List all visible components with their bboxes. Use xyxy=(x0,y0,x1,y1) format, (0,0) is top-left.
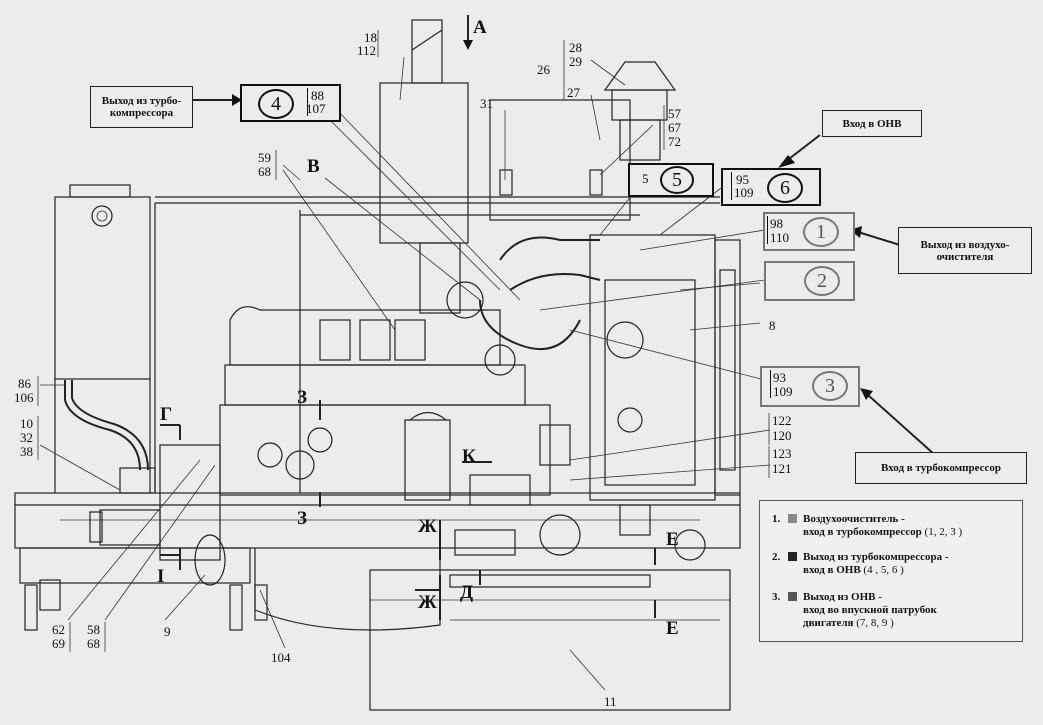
part-123: 123 xyxy=(772,446,792,461)
legend-item-2: 2. Выход из турбокомпрессора - вход в ОН… xyxy=(772,551,949,577)
part-68-top: 68 xyxy=(258,164,271,179)
part-numbers: 18 112 26 28 29 27 31 57 67 72 59 68 12 … xyxy=(14,30,792,709)
marker-2: 2 xyxy=(764,261,855,301)
section-G: Г xyxy=(160,404,172,425)
marker-6-circle: 6 xyxy=(767,173,803,203)
marker-1-circle: 1 xyxy=(803,217,839,247)
section-K: К xyxy=(462,446,476,467)
legend-item-3-refs: (7, 8, 9 ) xyxy=(856,617,894,629)
callout-onv-inlet: Вход в ОНВ xyxy=(822,110,922,137)
section-Z-top: З xyxy=(297,387,307,408)
marker-6-ref-a: 95 xyxy=(736,172,749,187)
marker-6-ref-b: 109 xyxy=(734,185,754,200)
section-Z-bottom: З xyxy=(297,508,307,529)
section-A: А xyxy=(473,17,487,38)
callout-turbo-outlet: Выход из турбо- компрессора xyxy=(90,86,193,128)
legend-item-1-line1: Воздухоочиститель - xyxy=(803,513,905,525)
callout-aircleaner-outlet: Выход из воздухо- очистителя xyxy=(898,227,1032,274)
marker-2-circle: 2 xyxy=(804,266,840,296)
marker-1: 98 110 1 xyxy=(763,212,855,251)
legend-item-2-refs: (4 , 5, 6 ) xyxy=(863,564,904,576)
marker-5: 5 5 xyxy=(628,163,714,197)
section-cut-marks xyxy=(160,15,656,620)
section-Zh-bottom: Ж xyxy=(418,592,437,613)
legend-item-3-num: 3. xyxy=(772,591,781,603)
marker-3: 93 109 3 xyxy=(760,366,860,407)
legend-item-3-line3: двигателя xyxy=(803,617,854,629)
part-27: 27 xyxy=(567,85,581,100)
part-62: 62 xyxy=(52,622,65,637)
part-57: 57 xyxy=(668,106,682,121)
marker-6: 95 109 6 xyxy=(721,168,821,206)
part-112: 112 xyxy=(357,43,376,58)
legend-swatch-2 xyxy=(788,552,797,561)
part-31: 31 xyxy=(480,96,493,111)
marker-3-circle: 3 xyxy=(812,371,848,401)
part-28: 28 xyxy=(569,40,582,55)
part-59: 59 xyxy=(258,150,271,165)
part-11: 11 xyxy=(604,694,617,709)
section-B: В xyxy=(307,156,320,177)
legend-item-3: 3. Выход из ОНВ - вход во впускной патру… xyxy=(772,591,937,630)
legend-item-2-line2: вход в ОНВ xyxy=(803,564,861,576)
part-120: 120 xyxy=(772,428,792,443)
part-72: 72 xyxy=(668,134,681,149)
marker-5-circle: 5 xyxy=(660,166,694,194)
marker-3-ref-b: 109 xyxy=(773,384,793,399)
legend-item-1-line2: вход в турбокомпрессор xyxy=(803,526,922,538)
marker-5-ref: 5 xyxy=(642,171,649,186)
marker-4: 4 88 107 xyxy=(240,84,341,122)
marker-3-ref-a: 93 xyxy=(773,370,786,385)
section-E-bottom: Е xyxy=(666,618,679,639)
legend-item-2-num: 2. xyxy=(772,551,781,563)
marker-4-circle: 4 xyxy=(258,89,294,119)
part-18: 18 xyxy=(364,30,377,45)
legend-item-3-line2: вход во впускной патрубок xyxy=(803,604,937,616)
legend-item-1-refs: (1, 2, 3 ) xyxy=(924,526,963,538)
engine-linework xyxy=(14,19,741,711)
number-bars xyxy=(37,30,770,652)
part-69: 69 xyxy=(52,636,65,651)
legend: 1. Воздухоочиститель - вход в турбокомпр… xyxy=(759,500,1023,642)
part-10: 10 xyxy=(20,416,33,431)
marker-1-ref-a: 98 xyxy=(770,216,783,231)
part-68-bottom: 68 xyxy=(87,636,100,651)
legend-item-2-line1: Выход из турбокомпрессора - xyxy=(803,551,949,563)
part-106: 106 xyxy=(14,390,34,405)
part-58: 58 xyxy=(87,622,100,637)
part-26: 26 xyxy=(537,62,551,77)
marker-1-ref-b: 110 xyxy=(770,230,790,245)
part-9: 9 xyxy=(164,624,171,639)
leader-lines xyxy=(39,56,771,691)
part-29: 29 xyxy=(569,54,582,69)
part-67: 67 xyxy=(668,120,682,135)
part-8: 8 xyxy=(769,318,776,333)
section-D: Д xyxy=(460,582,473,603)
part-38: 38 xyxy=(20,444,33,459)
section-E-top: Е xyxy=(666,529,679,550)
part-122: 122 xyxy=(772,413,792,428)
part-104: 104 xyxy=(271,650,291,665)
marker-4-ref-b: 107 xyxy=(306,101,326,116)
legend-item-1-num: 1. xyxy=(772,513,781,525)
marker-4-ref-a: 88 xyxy=(311,88,324,103)
part-121: 121 xyxy=(772,461,792,476)
section-Zh-top: Ж xyxy=(418,516,437,537)
callout-turbo-inlet: Вход в турбокомпрессор xyxy=(855,452,1027,484)
section-I: I xyxy=(157,566,164,587)
legend-swatch-1 xyxy=(788,514,797,523)
part-86: 86 xyxy=(18,376,32,391)
legend-item-3-line1: Выход из ОНВ - xyxy=(803,591,882,603)
part-32: 32 xyxy=(20,430,33,445)
legend-swatch-3 xyxy=(788,592,797,601)
legend-item-1: 1. Воздухоочиститель - вход в турбокомпр… xyxy=(772,513,962,539)
